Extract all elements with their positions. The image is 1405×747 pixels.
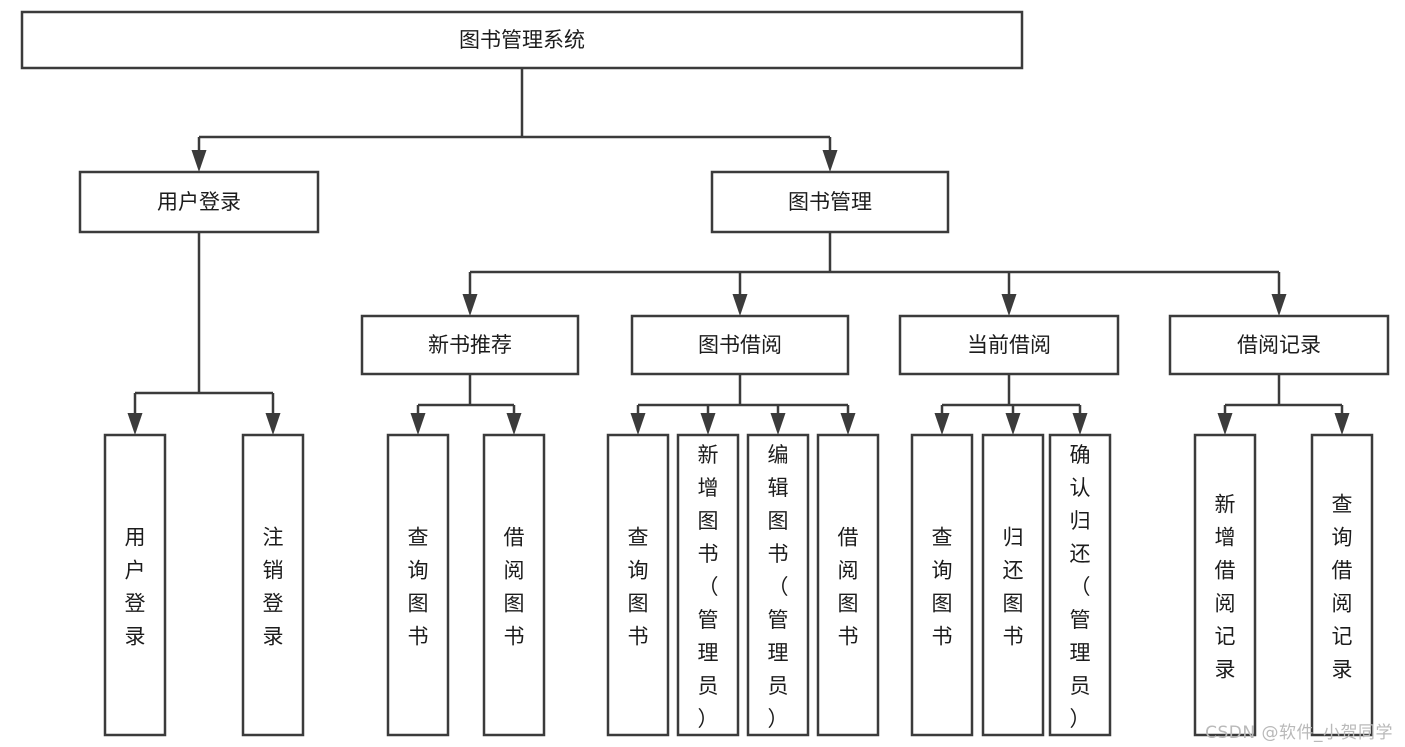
node-box-l2_0[interactable] xyxy=(78,170,320,234)
node-label-l3_0: 新书推荐 xyxy=(428,333,512,357)
node-box-leaf_1[interactable] xyxy=(241,433,305,737)
node-label-leaf_10: 确认归还（管理员） xyxy=(1070,443,1091,731)
node-box-leaf_12[interactable] xyxy=(1310,433,1374,737)
node-label-root: 图书管理系统 xyxy=(459,28,585,52)
node-label-leaf_5: 新增图书（管理员） xyxy=(698,443,719,731)
node-box-root[interactable] xyxy=(20,10,1024,70)
node-label-leaf_2: 查询图书 xyxy=(408,526,429,649)
node-label-leaf_0: 用户登录 xyxy=(125,526,146,649)
node-box-leaf_6[interactable] xyxy=(746,433,810,737)
node-label-leaf_4: 查询图书 xyxy=(628,526,649,649)
node-label-l2_0: 用户登录 xyxy=(157,190,241,214)
node-box-leaf_5[interactable] xyxy=(676,433,740,737)
node-leaf_0[interactable]: 用户登录 xyxy=(103,433,167,737)
node-leaf_7[interactable]: 借阅图书 xyxy=(816,433,880,737)
node-label-l3_2: 当前借阅 xyxy=(967,333,1051,357)
node-box-leaf_7[interactable] xyxy=(816,433,880,737)
node-box-leaf_8[interactable] xyxy=(910,433,974,737)
node-box-leaf_3[interactable] xyxy=(482,433,546,737)
node-label-leaf_12: 查询借阅记录 xyxy=(1332,493,1353,682)
node-root[interactable]: 图书管理系统 xyxy=(20,10,1024,70)
node-box-leaf_10[interactable] xyxy=(1048,433,1112,737)
node-l2_0[interactable]: 用户登录 xyxy=(78,170,320,234)
node-label-leaf_9: 归还图书 xyxy=(1003,526,1024,649)
node-label-l2_1: 图书管理 xyxy=(788,190,872,214)
connector-group-l3_1-to-leaves xyxy=(630,374,856,435)
node-leaf_3[interactable]: 借阅图书 xyxy=(482,433,546,737)
node-leaf_6[interactable]: 编辑图书（管理员） xyxy=(746,433,810,737)
node-l2_1[interactable]: 图书管理 xyxy=(710,170,950,234)
node-label-leaf_1: 注销登录 xyxy=(263,526,284,649)
node-leaf_8[interactable]: 查询图书 xyxy=(910,433,974,737)
node-box-leaf_4[interactable] xyxy=(606,433,670,737)
node-l3_3[interactable]: 借阅记录 xyxy=(1168,314,1390,376)
node-box-l2_1[interactable] xyxy=(710,170,950,234)
connector-group-l3_3-to-leaves xyxy=(1217,374,1350,435)
node-leaf_10[interactable]: 确认归还（管理员） xyxy=(1048,433,1112,737)
node-box-leaf_9[interactable] xyxy=(981,433,1045,737)
watermark-text: CSDN @软件_小贺同学 xyxy=(1205,723,1393,743)
node-label-leaf_6: 编辑图书（管理员） xyxy=(768,443,789,731)
node-box-l3_0[interactable] xyxy=(360,314,580,376)
connector-group-l2_0-to-leaves xyxy=(127,232,281,435)
node-box-l3_1[interactable] xyxy=(630,314,850,376)
node-box-l3_3[interactable] xyxy=(1168,314,1390,376)
node-leaf_4[interactable]: 查询图书 xyxy=(606,433,670,737)
connector-group-root-to-l2 xyxy=(191,68,838,172)
connector-group-l2_1-to-l3 xyxy=(462,232,1287,316)
node-leaf_1[interactable]: 注销登录 xyxy=(241,433,305,737)
connector-group-l3_0-to-leaves xyxy=(410,374,522,435)
connector-layer xyxy=(127,68,1350,435)
node-leaf_5[interactable]: 新增图书（管理员） xyxy=(676,433,740,737)
node-layer: 图书管理系统用户登录图书管理新书推荐图书借阅当前借阅借阅记录用户登录注销登录查询… xyxy=(20,10,1390,737)
node-leaf_2[interactable]: 查询图书 xyxy=(386,433,450,737)
node-l3_0[interactable]: 新书推荐 xyxy=(360,314,580,376)
node-l3_2[interactable]: 当前借阅 xyxy=(898,314,1120,376)
node-leaf_9[interactable]: 归还图书 xyxy=(981,433,1045,737)
node-label-leaf_8: 查询图书 xyxy=(932,526,953,649)
node-box-leaf_0[interactable] xyxy=(103,433,167,737)
node-leaf_12[interactable]: 查询借阅记录 xyxy=(1310,433,1374,737)
connector-group-l3_2-to-leaves xyxy=(934,374,1088,435)
node-box-leaf_11[interactable] xyxy=(1193,433,1257,737)
node-box-leaf_2[interactable] xyxy=(386,433,450,737)
node-l3_1[interactable]: 图书借阅 xyxy=(630,314,850,376)
node-box-l3_2[interactable] xyxy=(898,314,1120,376)
node-leaf_11[interactable]: 新增借阅记录 xyxy=(1193,433,1257,737)
node-label-l3_1: 图书借阅 xyxy=(698,333,782,357)
node-label-leaf_7: 借阅图书 xyxy=(838,526,859,649)
node-label-leaf_11: 新增借阅记录 xyxy=(1215,493,1236,682)
node-label-l3_3: 借阅记录 xyxy=(1237,333,1321,357)
node-label-leaf_3: 借阅图书 xyxy=(504,526,525,649)
